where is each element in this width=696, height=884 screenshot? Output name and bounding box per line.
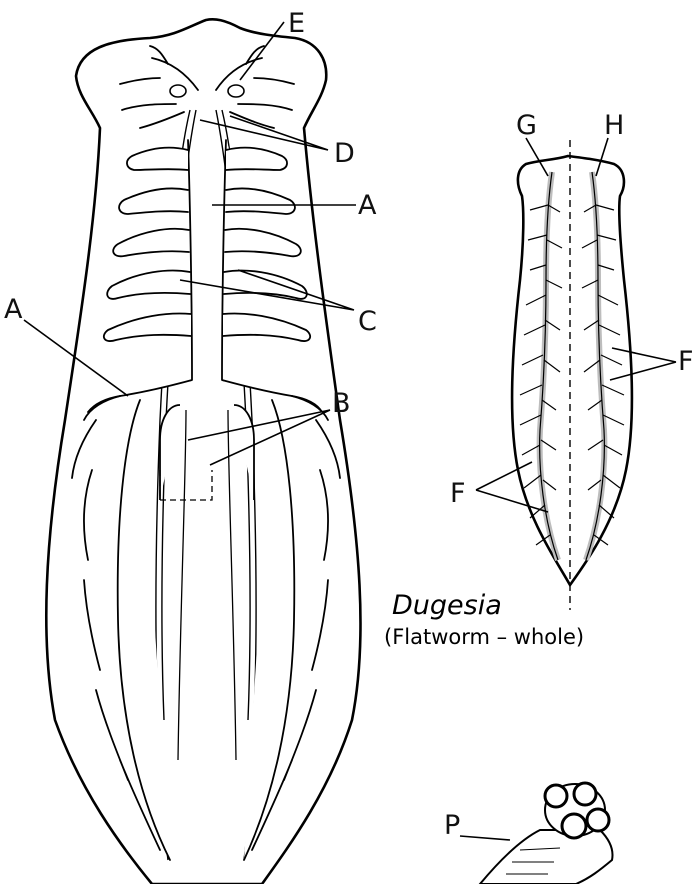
label-b: B: [332, 388, 351, 419]
sucker-bottom-right: [587, 809, 609, 831]
label-e: E: [288, 8, 305, 39]
sucker-top-right: [574, 783, 596, 805]
label-f-right: F: [678, 346, 694, 377]
caption-title: Dugesia: [392, 590, 502, 621]
caption-subtitle: (Flatworm – whole): [384, 625, 584, 649]
label-a-right: A: [358, 190, 377, 221]
small-flatworm: [512, 140, 632, 610]
label-d: D: [334, 138, 355, 169]
small-flatworm-body-outline: [512, 156, 632, 585]
large-flatworm-body-outline: [46, 19, 360, 884]
label-f-left: F: [450, 478, 466, 509]
large-flatworm: [46, 19, 360, 884]
label-a-left: A: [4, 294, 23, 325]
label-h: H: [604, 110, 624, 141]
label-c: C: [358, 306, 377, 337]
eyespot-left: [170, 85, 186, 97]
scolex: [480, 783, 613, 884]
label-p: P: [444, 810, 460, 841]
label-g: G: [516, 110, 537, 141]
sucker-top-left: [545, 785, 567, 807]
caption: Dugesia (Flatworm – whole): [384, 590, 584, 649]
sucker-bottom-left: [562, 814, 586, 838]
scolex-neck: [480, 830, 613, 884]
eyespot-right: [228, 85, 244, 97]
